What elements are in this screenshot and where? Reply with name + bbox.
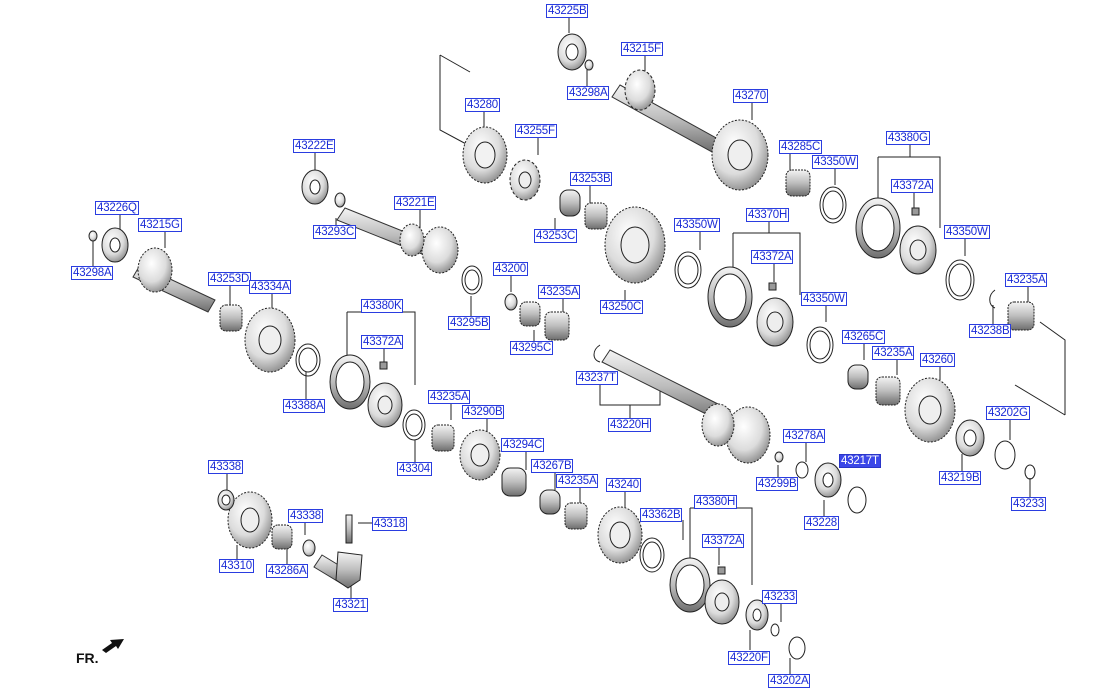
callout-43380K[interactable]: 43380K <box>361 299 404 313</box>
callout-43310[interactable]: 43310 <box>219 559 254 573</box>
front-arrow-icon <box>102 639 124 653</box>
callout-43286A[interactable]: 43286A <box>266 564 309 578</box>
callout-43372A-3[interactable]: 43372A <box>361 335 404 349</box>
callout-43253B[interactable]: 43253B <box>570 172 613 186</box>
callout-43280[interactable]: 43280 <box>465 98 500 112</box>
callout-43338-1[interactable]: 43338 <box>208 460 243 474</box>
callout-43217T-selected[interactable]: 43217T <box>839 454 881 468</box>
callout-43295C[interactable]: 43295C <box>510 341 554 355</box>
callout-43350W-3[interactable]: 43350W <box>944 225 990 239</box>
callout-43215G[interactable]: 43215G <box>138 218 182 232</box>
callout-43235A-3[interactable]: 43235A <box>872 346 915 360</box>
callout-43350W-4[interactable]: 43350W <box>801 292 847 306</box>
callout-43380H[interactable]: 43380H <box>694 495 738 509</box>
callout-43380G[interactable]: 43380G <box>886 131 930 145</box>
callout-43235A-2[interactable]: 43235A <box>1005 273 1048 287</box>
callout-43235A-5[interactable]: 43235A <box>556 474 599 488</box>
callout-43226Q[interactable]: 43226Q <box>95 201 139 215</box>
callout-43267B[interactable]: 43267B <box>531 459 574 473</box>
callout-43222E[interactable]: 43222E <box>293 139 336 153</box>
front-orientation-label: FR. <box>76 650 99 666</box>
callout-43238B[interactable]: 43238B <box>969 324 1012 338</box>
callout-43233-bottom[interactable]: 43233 <box>762 590 797 604</box>
callout-43265C[interactable]: 43265C <box>842 330 886 344</box>
callout-43215F[interactable]: 43215F <box>621 42 663 56</box>
gears <box>137 69 956 564</box>
callout-43255F[interactable]: 43255F <box>515 124 557 138</box>
callout-43200[interactable]: 43200 <box>493 262 528 276</box>
callout-43237T[interactable]: 43237T <box>576 371 618 385</box>
callout-43250C[interactable]: 43250C <box>600 300 644 314</box>
callout-43253D[interactable]: 43253D <box>208 272 252 286</box>
callout-43235A-4[interactable]: 43235A <box>428 390 471 404</box>
callout-43225B[interactable]: 43225B <box>546 4 589 18</box>
callout-43334A[interactable]: 43334A <box>249 280 292 294</box>
callout-43298A-top[interactable]: 43298A <box>567 86 610 100</box>
callout-43228[interactable]: 43228 <box>804 516 839 530</box>
callout-43221E[interactable]: 43221E <box>394 196 437 210</box>
callout-43372A-2[interactable]: 43372A <box>751 250 794 264</box>
callout-43235A-1[interactable]: 43235A <box>538 285 581 299</box>
callout-43285C[interactable]: 43285C <box>779 140 823 154</box>
callout-43202G[interactable]: 43202G <box>986 406 1030 420</box>
callout-43372A-4[interactable]: 43372A <box>702 534 745 548</box>
callout-43294C[interactable]: 43294C <box>501 438 545 452</box>
callout-43338-2[interactable]: 43338 <box>288 509 323 523</box>
callout-43372A-1[interactable]: 43372A <box>891 179 934 193</box>
callout-43318[interactable]: 43318 <box>372 517 407 531</box>
callout-43219B[interactable]: 43219B <box>939 471 982 485</box>
callout-43220F[interactable]: 43220F <box>728 651 770 665</box>
callout-43293C[interactable]: 43293C <box>313 225 357 239</box>
leader-lines <box>92 17 1066 674</box>
callout-43202A[interactable]: 43202A <box>768 674 811 688</box>
callout-43260[interactable]: 43260 <box>920 353 955 367</box>
callout-43253C[interactable]: 43253C <box>534 229 578 243</box>
callout-43370H[interactable]: 43370H <box>746 208 790 222</box>
callout-43350W-2[interactable]: 43350W <box>674 218 720 232</box>
callout-43290B[interactable]: 43290B <box>462 405 505 419</box>
callout-43304[interactable]: 43304 <box>397 462 432 476</box>
callout-43350W-1[interactable]: 43350W <box>812 155 858 169</box>
callout-43321[interactable]: 43321 <box>333 598 368 612</box>
bearings <box>88 33 1035 631</box>
callout-43298A-left[interactable]: 43298A <box>71 266 114 280</box>
callout-43233-right[interactable]: 43233 <box>1011 497 1046 511</box>
callout-43362B[interactable]: 43362B <box>640 508 683 522</box>
callout-43240[interactable]: 43240 <box>606 478 641 492</box>
callout-43278A[interactable]: 43278A <box>783 429 826 443</box>
callout-43220H[interactable]: 43220H <box>608 418 652 432</box>
callout-43388A[interactable]: 43388A <box>283 399 326 413</box>
callout-43270[interactable]: 43270 <box>733 89 768 103</box>
synchro-rings <box>329 197 937 625</box>
callout-43295B[interactable]: 43295B <box>448 316 491 330</box>
callout-43299B[interactable]: 43299B <box>756 477 799 491</box>
blocker-rings <box>295 186 1036 660</box>
